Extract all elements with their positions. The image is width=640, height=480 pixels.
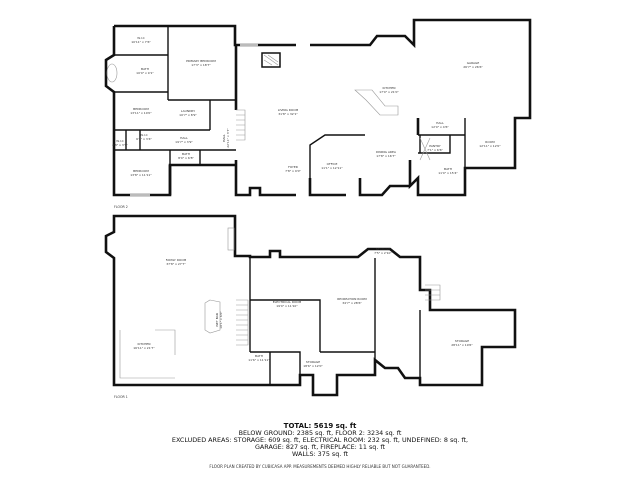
credit-disclaimer: FLOOR PLAN CREATED BY CUBICASA APP. MEAS… xyxy=(209,464,431,469)
room-name: WET BAR xyxy=(215,313,219,327)
room-dims: 10'1" x 6'0" xyxy=(219,311,223,329)
room-name: ELECTRICAL ROOM xyxy=(273,300,302,304)
room-dims: 17'3" x 18'7" xyxy=(191,63,211,67)
room-dims: 37'8" x 27'7" xyxy=(166,262,186,266)
room-dims: 7'5" x 2'10" xyxy=(374,251,392,255)
room-dims: 19'7" x 3'9" xyxy=(175,140,193,144)
floor-2-room-labels: FLOOR 2 W.I.C 10'11" x 7'6" PRIMARY BEDR… xyxy=(112,36,501,209)
room-name: FOYER xyxy=(288,165,298,169)
room-name: BATH xyxy=(182,152,190,156)
floor-label: FLOOR 1 xyxy=(114,395,128,399)
room-dims: 7'1" x 6'6" xyxy=(427,148,443,152)
room-dims: 26'7" x 26'6" xyxy=(463,65,483,69)
room-dims: 17'0" x 21'0" xyxy=(379,90,399,94)
room-dims: 8'0" x 6'8" xyxy=(178,156,194,160)
room-dims: 11'1" x 12'11" xyxy=(321,166,343,170)
room-dims: 11'0" x 15'4" xyxy=(438,171,458,175)
room-dims: 28'11" x 19'6" xyxy=(451,343,473,347)
room-name: DINING AREA xyxy=(376,150,397,154)
excluded-areas: EXCLUDED AREAS: STORAGE: 609 sq. ft, ELE… xyxy=(171,436,469,444)
room-name: LIVING ROOM xyxy=(278,108,299,112)
room-name: STORAGE xyxy=(306,360,320,364)
room-dims: 18'6" x 12'0" xyxy=(303,364,323,368)
room-dims: 16'11" x 21'7" xyxy=(133,346,155,350)
room-name: HALL xyxy=(436,121,444,125)
room-name: ROOM xyxy=(485,140,495,144)
room-name: W.I.C xyxy=(137,36,145,40)
room-dims: 6'2" x 3'4" xyxy=(136,137,152,141)
excluded-areas-cont: GARAGE: 827 sq. ft, FIREPLACE: 11 sq. ft xyxy=(254,443,386,451)
total-area: TOTAL: 5619 sq. ft xyxy=(283,422,357,430)
room-dims: 4'8" x 3'9" xyxy=(112,143,128,147)
room-name: RECREATION ROOM xyxy=(337,297,367,301)
room-dims: 12'11" x 12'0" xyxy=(479,144,501,148)
room-name: PRIMARY BEDROOM xyxy=(186,59,216,63)
room-name: STORAGE xyxy=(376,247,390,251)
room-name: OFFICE xyxy=(327,162,338,166)
room-name: PANTRY xyxy=(429,144,441,148)
room-dims: 10'11" x 7'6" xyxy=(131,40,151,44)
floor-2-walls xyxy=(104,18,532,197)
room-dims: 12'0" x 4'6" xyxy=(431,125,449,129)
room-name: FAMILY ROOM xyxy=(166,258,187,262)
room-dims: 10'0" x 9'1" xyxy=(136,71,154,75)
room-dims: 34'7" x 28'6" xyxy=(342,301,362,305)
room-name: KITCHEN xyxy=(138,342,151,346)
room-dims: 22'11" x 3'7" xyxy=(226,128,230,148)
floor-1-walls xyxy=(104,214,517,397)
room-dims: 31'8" x 32'1" xyxy=(278,112,298,116)
walls-area: WALLS: 375 sq. ft xyxy=(291,450,349,458)
room-name: W.I.C xyxy=(140,133,148,137)
room-name: W.I.C xyxy=(116,139,124,143)
room-name: BATH xyxy=(141,67,149,71)
room-name: HALL xyxy=(222,134,226,142)
room-dims: 11'6" x 11'11" xyxy=(248,358,270,362)
room-name: HALL xyxy=(180,136,188,140)
room-dims: 10'7" x 8'9" xyxy=(179,113,197,117)
floor-label: FLOOR 2 xyxy=(114,205,128,209)
room-name: BATH xyxy=(255,354,263,358)
room-name: STORAGE xyxy=(455,339,469,343)
floor-1-room-labels: FLOOR 1 FAMILY ROOM 37'8" x 27'7" WET BA… xyxy=(114,247,473,399)
room-name: BEDROOM xyxy=(133,169,149,173)
room-name: LAUNDRY xyxy=(181,109,195,113)
room-dims: 17'8" x 16'7" xyxy=(376,154,396,158)
room-dims: 7'8" x 9'0" xyxy=(285,169,301,173)
room-name: BEDROOM xyxy=(133,107,149,111)
room-dims: 19'0" x 11'10" xyxy=(276,304,298,308)
area-breakdown: BELOW GROUND: 2385 sq. ft, FLOOR 2: 3234… xyxy=(238,429,402,437)
room-dims: 13'11" x 10'0" xyxy=(130,111,152,115)
room-name: GARAGE xyxy=(467,61,480,65)
room-dims: 13'8" x 11'11" xyxy=(130,173,152,177)
room-name: BATH xyxy=(444,167,452,171)
room-name: KITCHEN xyxy=(383,86,396,90)
